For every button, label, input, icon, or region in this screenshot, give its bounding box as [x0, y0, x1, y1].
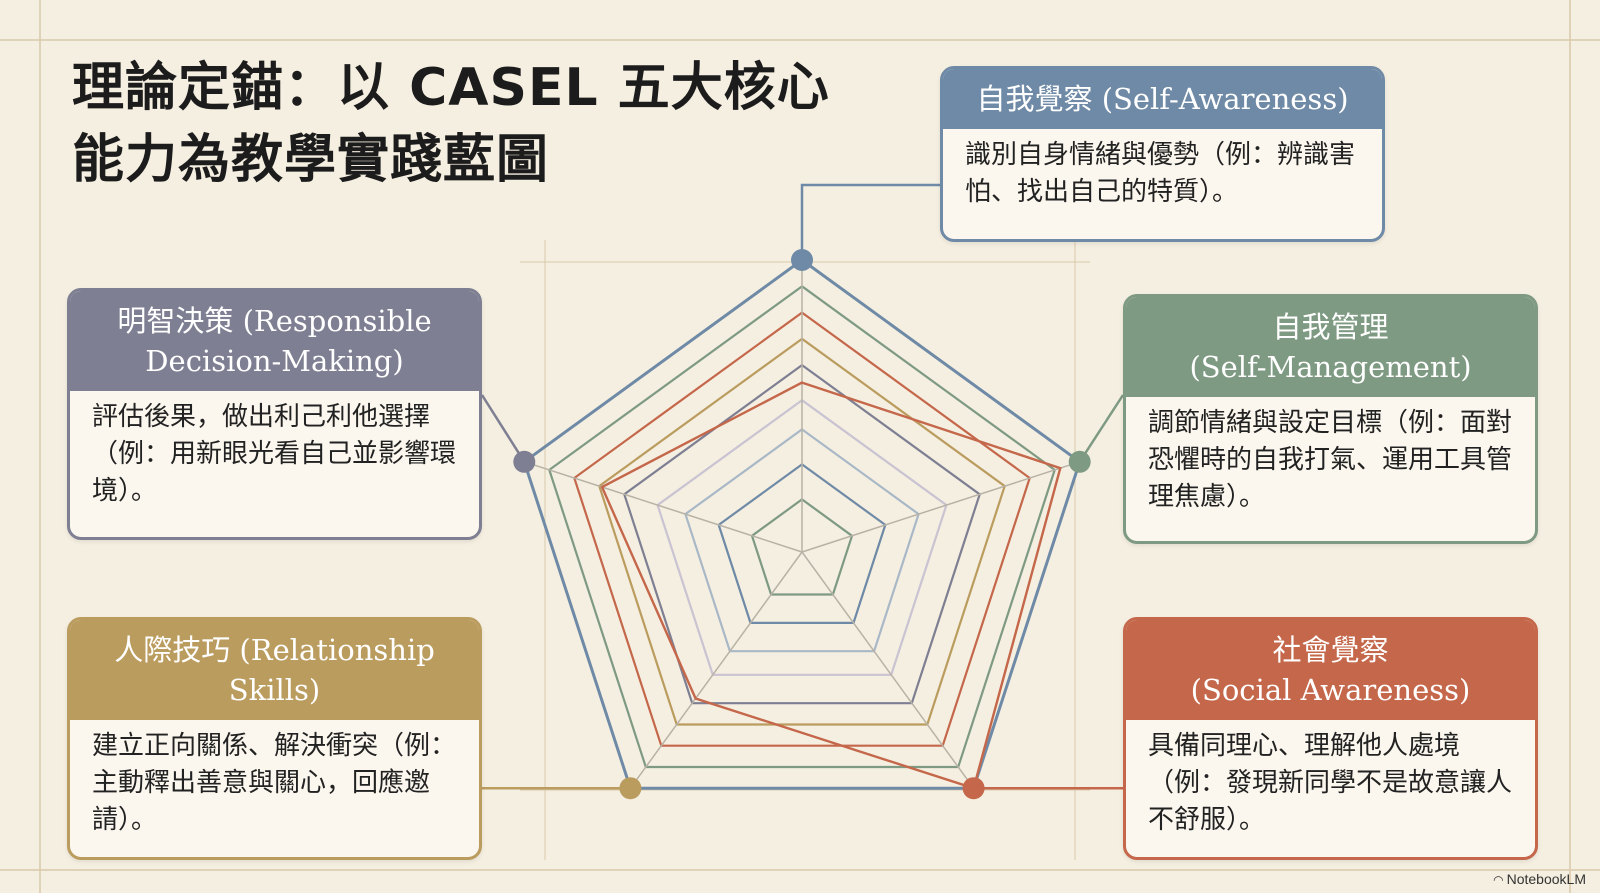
connector-self-awareness: [800, 183, 940, 260]
notebooklm-branding: ◠NotebookLM: [1493, 871, 1586, 887]
radar-emphasis-line: [600, 381, 1062, 790]
vertex-dots: [513, 249, 1091, 800]
card-header-self-awareness: 自我覺察 (Self-Awareness): [943, 69, 1382, 129]
card-header-responsible-decision-making: 明智決策 (Responsible Decision-Making): [70, 291, 479, 391]
card-body-self-management: 調節情緒與設定目標（例：面對恐懼時的自我打氣、運用工具管理焦慮）。: [1148, 408, 1513, 512]
card-self-management: 自我管理 (Self-Management) 調節情緒與設定目標（例：面對恐懼時…: [1123, 294, 1538, 544]
vertex-dot-self-management: [1068, 450, 1091, 473]
card-body-social-awareness: 具備同理心、理解他人處境（例：發現新同學不是故意讓人不舒服）。: [1148, 731, 1513, 835]
radar-ring: [522, 258, 1082, 790]
page-title: 理論定錨：以 CASEL 五大核心 能力為教學實踐藍圖: [72, 52, 872, 196]
vertex-dot-social-awareness: [962, 777, 985, 800]
radar-ring: [684, 428, 920, 653]
card-header-social-awareness: 社會覺察 (Social Awareness): [1126, 620, 1535, 720]
radar-spoke: [801, 551, 975, 789]
radar-ring: [623, 363, 981, 705]
connector-self-management: [1078, 394, 1125, 463]
card-header-relationship-skills: 人際技巧 (Relationship Skills): [70, 620, 479, 720]
notebooklm-logo-icon: ◠: [1493, 873, 1504, 887]
card-relationship-skills: 人際技巧 (Relationship Skills) 建立正向關係、解決衝突（例…: [67, 617, 482, 860]
vertex-dot-responsible-decision-making: [513, 450, 536, 473]
card-body-relationship-skills: 建立正向關係、解決衝突（例：主動釋出善意與關心，回應邀請）。: [92, 731, 457, 835]
card-header-self-management: 自我管理 (Self-Management): [1126, 297, 1535, 397]
brand-label: NotebookLM: [1506, 871, 1586, 887]
card-social-awareness: 社會覺察 (Social Awareness) 具備同理心、理解他人處境（例：發…: [1123, 617, 1538, 860]
page-title-line-1: 理論定錨：以 CASEL 五大核心: [72, 58, 830, 118]
radar-web: [522, 258, 1082, 790]
vertex-dot-self-awareness: [791, 249, 813, 271]
radar-spoke: [629, 551, 803, 789]
radar-spoke: [801, 461, 1080, 553]
radar-ring: [656, 398, 948, 676]
connector-responsible-decision-making: [480, 394, 526, 463]
card-body-self-awareness: 識別自身情緒與優勢（例：辨識害怕、找出自己的特質）。: [965, 140, 1356, 207]
radar-ring: [750, 498, 854, 596]
radar-ring: [573, 311, 1031, 747]
card-connectors: [480, 183, 1125, 790]
page-title-line-2: 能力為教學實踐藍圖: [72, 130, 550, 190]
card-responsible-decision-making: 明智決策 (Responsible Decision-Making) 評估後果，…: [67, 288, 482, 540]
radar-spoke: [524, 461, 803, 553]
radar-ring: [548, 284, 1056, 769]
card-self-awareness: 自我覺察 (Self-Awareness) 識別自身情緒與優勢（例：辨識害怕、找…: [940, 66, 1385, 242]
card-body-responsible-decision-making: 評估後果，做出利己利他選擇（例：用新眼光看自己並影響環境）。: [92, 402, 457, 506]
vertex-dot-relationship-skills: [619, 777, 642, 800]
radar-ring: [598, 337, 1006, 726]
radar-ring: [717, 463, 887, 625]
